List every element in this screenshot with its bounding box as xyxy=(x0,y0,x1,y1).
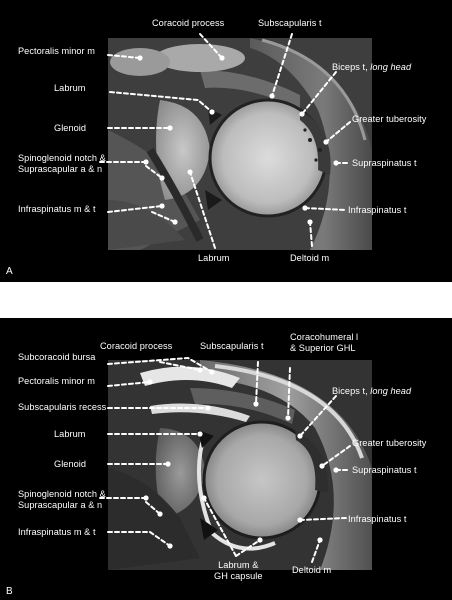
label-b-subscap-recess: Subscapularis recess xyxy=(18,402,107,412)
label-b-spino-line1: Spinoglenoid notch & xyxy=(18,489,106,499)
panel-separator xyxy=(0,282,452,318)
label-b-labrum-gh: Labrum & GH capsule xyxy=(214,560,263,582)
label-b-infra-t: Infraspinatus t xyxy=(348,514,407,524)
label-a-biceps-main: Biceps t, xyxy=(332,62,371,72)
label-b-coracohum-line1: Coracohumeral l xyxy=(290,332,359,342)
label-b-labrum: Labrum xyxy=(54,429,86,439)
panel-b-mri-image: Coracoid process Subscapularis t Coracoh… xyxy=(0,318,452,600)
label-b-greater-tub: Greater tuberosity xyxy=(352,438,427,448)
panel-a-mri-image: Coracoid process Subscapularis t Pectora… xyxy=(0,0,452,282)
label-a-supraspin: Supraspinatus t xyxy=(352,158,417,168)
label-b-labrum-gh-line1: Labrum & xyxy=(218,560,259,570)
label-b-biceps: Biceps t, long head xyxy=(332,386,411,397)
label-a-spino-line2: Suprascapular a & n xyxy=(18,164,103,174)
panel-a-mri-scan xyxy=(108,38,372,250)
label-b-biceps-italic: long head xyxy=(370,386,412,396)
label-a-labrum-bottom: Labrum xyxy=(198,253,230,263)
label-b-coracoid: Coracoid process xyxy=(100,341,173,351)
label-b-spino: Spinoglenoid notch & Suprascapular a & n xyxy=(18,489,106,511)
label-b-infra-mt: Infraspinatus m & t xyxy=(18,527,96,537)
label-a-infra-t: Infraspinatus t xyxy=(348,205,407,215)
panel-a-letter: A xyxy=(6,266,13,277)
label-b-deltoid: Deltoid m xyxy=(292,565,332,575)
label-a-glenoid: Glenoid xyxy=(54,123,87,133)
label-a-coracoid: Coracoid process xyxy=(152,18,225,28)
label-b-labrum-gh-line2: GH capsule xyxy=(214,571,263,581)
label-b-coracohum: Coracohumeral l & Superior GHL xyxy=(290,332,358,354)
label-a-biceps-italic: long head xyxy=(370,62,412,72)
label-a-subscap: Subscapularis t xyxy=(258,18,322,28)
label-a-spino-line1: Spinoglenoid notch & xyxy=(18,153,106,163)
label-a-spino: Spinoglenoid notch & Suprascapular a & n xyxy=(18,153,106,175)
label-a-pecminor: Pectoralis minor m xyxy=(18,46,95,56)
label-a-infra-mt: Infraspinatus m & t xyxy=(18,204,96,214)
label-b-spino-line2: Suprascapular a & n xyxy=(18,500,103,510)
label-a-deltoid: Deltoid m xyxy=(290,253,330,263)
label-b-pecminor: Pectoralis minor m xyxy=(18,376,95,386)
label-b-glenoid: Glenoid xyxy=(54,459,87,469)
label-a-labrum-top: Labrum xyxy=(54,83,86,93)
label-b-subcor-bursa: Subcoracoid bursa xyxy=(18,352,96,362)
label-b-coracohum-line2: & Superior GHL xyxy=(290,343,356,353)
panel-b-letter: B xyxy=(6,586,13,597)
label-b-supraspin: Supraspinatus t xyxy=(352,465,417,475)
label-b-biceps-main: Biceps t, xyxy=(332,386,371,396)
label-a-greater-tub: Greater tuberosity xyxy=(352,114,427,124)
label-a-biceps: Biceps t, long head xyxy=(332,62,411,73)
label-b-subscap: Subscapularis t xyxy=(200,341,264,351)
